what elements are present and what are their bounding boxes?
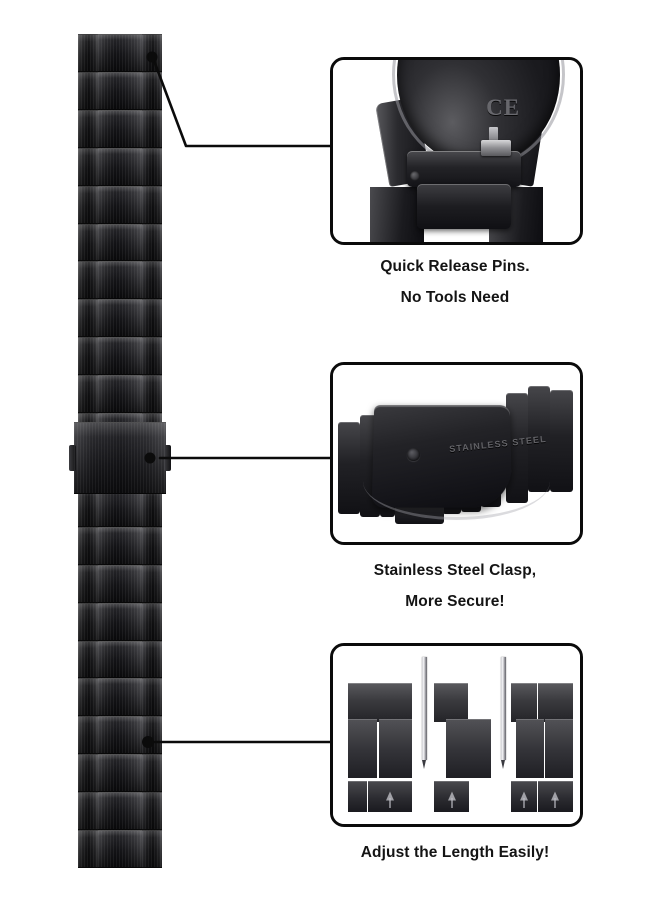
- ce-marking-text: CE: [486, 94, 521, 120]
- band-link: [78, 375, 162, 414]
- band-link: [78, 299, 162, 338]
- spring-bar-pin-tool: [421, 656, 427, 769]
- band-link-upper: [407, 151, 521, 188]
- band-link-lower: [416, 183, 511, 230]
- removable-link-group: [434, 683, 492, 812]
- band-link: [78, 792, 162, 831]
- band-link: [78, 754, 162, 793]
- leader-line-1: [151, 56, 334, 148]
- band-link: [78, 147, 162, 186]
- band-link: [78, 337, 162, 376]
- band-link: [78, 34, 162, 72]
- band-link: [78, 185, 162, 224]
- band-link: [78, 564, 162, 603]
- caption-line: No Tools Need: [400, 288, 510, 306]
- quick-release-pin: [481, 140, 511, 157]
- callout-box-adjust-length: [330, 643, 583, 827]
- caption-clasp: Stainless Steel Clasp, More Secure!: [300, 563, 610, 609]
- photo-removable-links: [333, 646, 580, 824]
- callout-box-quick-release: CE: [330, 57, 583, 245]
- caption-adjust-length: Adjust the Length Easily!: [300, 845, 610, 861]
- photo-quick-release-pin: CE: [333, 60, 580, 242]
- callout-box-clasp: STAINLESS STEEL: [330, 362, 583, 545]
- photo-stainless-steel-clasp: STAINLESS STEEL: [333, 365, 580, 542]
- clasp-nub-left: [69, 445, 76, 471]
- caption-line: More Secure!: [405, 592, 505, 610]
- band-link: [78, 602, 162, 641]
- band-link: [78, 223, 162, 262]
- quick-release-lever: [488, 127, 499, 144]
- clasp-nub-right: [164, 445, 171, 471]
- clasp-side-link: [550, 389, 573, 493]
- band-link: [78, 109, 162, 148]
- caption-line: Stainless Steel Clasp,: [373, 562, 537, 579]
- clasp-side-link: [337, 421, 361, 514]
- link-screw: [409, 171, 420, 182]
- watch-band-image: [69, 34, 171, 868]
- band-link: [78, 488, 162, 527]
- caption-line: Quick Release Pins.: [380, 258, 530, 275]
- spring-bar-pin-tool: [500, 656, 506, 769]
- band-link: [78, 71, 162, 110]
- band-link: [78, 526, 162, 565]
- band-clasp-section: [69, 422, 171, 494]
- band-link: [78, 678, 162, 717]
- band-link: [78, 830, 162, 868]
- caption-quick-release: Quick Release Pins. No Tools Need: [300, 259, 610, 305]
- band-link: [78, 716, 162, 755]
- band-link: [78, 640, 162, 679]
- removable-link-group: [347, 683, 413, 812]
- clasp-edge-highlight: [362, 443, 551, 521]
- band-link: [78, 261, 162, 300]
- caption-line: Adjust the Length Easily!: [360, 844, 550, 861]
- band-edge-left: [370, 187, 425, 242]
- removable-link-group: [510, 683, 573, 812]
